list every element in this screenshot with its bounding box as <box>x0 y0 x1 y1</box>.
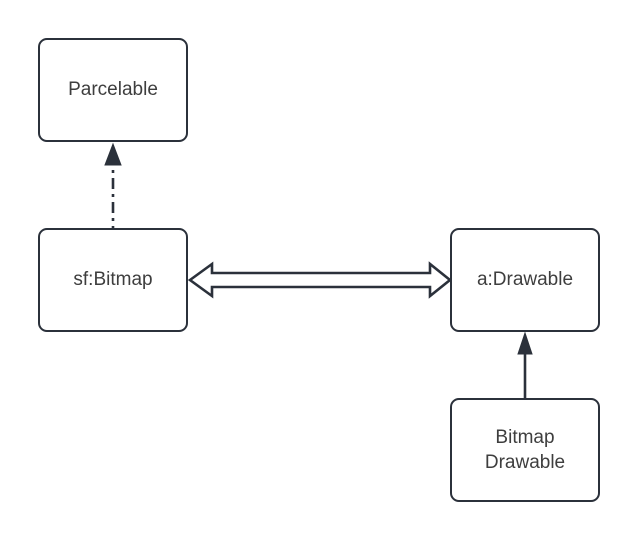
node-bitmap-drawable-label: Bitmap Drawable <box>484 426 566 473</box>
node-sf-bitmap-label: sf:Bitmap <box>73 269 153 291</box>
edge-sfbitmap-parcelable <box>104 142 122 228</box>
node-bitmap-drawable: Bitmap Drawable <box>450 398 600 502</box>
node-parcelable-label: Parcelable <box>68 79 158 101</box>
edge-bitmapdrawable-adrawable-arrowhead <box>517 331 533 355</box>
edge-sfbitmap-adrawable-double-arrow <box>187 261 453 299</box>
edge-sfbitmap-parcelable-arrowhead <box>104 142 122 166</box>
edge-sfbitmap-adrawable <box>187 261 453 299</box>
node-a-drawable-label: a:Drawable <box>476 269 574 291</box>
node-sf-bitmap: sf:Bitmap <box>38 228 188 332</box>
node-parcelable: Parcelable <box>38 38 188 142</box>
node-a-drawable: a:Drawable <box>450 228 600 332</box>
edge-bitmapdrawable-adrawable <box>517 331 533 398</box>
